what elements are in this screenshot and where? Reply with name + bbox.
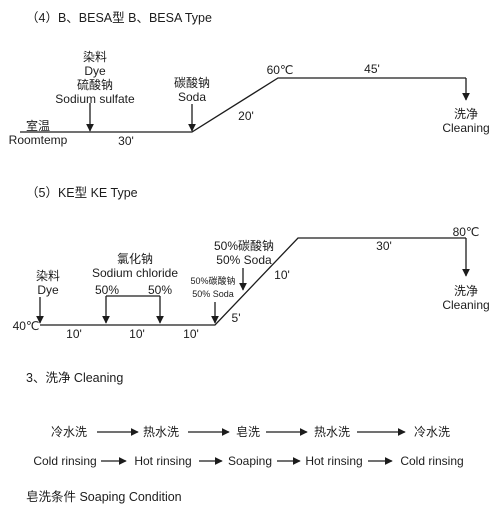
ke-soda-large-en: 50% Soda bbox=[216, 253, 272, 267]
ke-section-title: （5）KE型 KE Type bbox=[26, 186, 138, 200]
besa-roomtemp-cn: 室温 bbox=[25, 119, 51, 133]
ke-peak-temp: 80℃ bbox=[452, 225, 480, 239]
ke-salt-pct-1: 50% bbox=[94, 283, 120, 297]
ke-cleaning-cn: 洗净 bbox=[453, 284, 479, 298]
besa-sulfate-label-cn: 硫酸钠 bbox=[76, 78, 114, 92]
besa-dye-label-cn: 染料 bbox=[82, 50, 108, 64]
ke-salt-label-en: Sodium chloride bbox=[91, 266, 179, 280]
besa-peak-temp: 60℃ bbox=[266, 63, 294, 77]
flow-step-cn-3: 皂洗 bbox=[235, 425, 261, 439]
ke-dye-label-en: Dye bbox=[37, 283, 59, 297]
flow-step-en-2: Hot rinsing bbox=[134, 454, 192, 468]
flow-step-cn-4: 热水洗 bbox=[313, 425, 351, 439]
ke-time-5: 10' bbox=[274, 268, 290, 282]
flow-step-en-3: Soaping bbox=[227, 454, 273, 468]
ke-dye-label-cn: 染料 bbox=[35, 269, 61, 283]
ke-salt-pct-2: 50% bbox=[147, 283, 173, 297]
soaping-condition-title: 皂洗条件 Soaping Condition bbox=[26, 490, 182, 504]
ke-cleaning-en: Cleaning bbox=[442, 298, 490, 312]
ke-time-1: 10' bbox=[66, 327, 82, 341]
besa-time-ramp: 20' bbox=[238, 109, 254, 123]
besa-soda-label-cn: 碳酸钠 bbox=[173, 76, 211, 90]
besa-cleaning-en: Cleaning bbox=[442, 121, 490, 135]
ke-soda-small-en: 50% Soda bbox=[192, 289, 234, 299]
besa-time-hold-2: 45' bbox=[364, 62, 380, 76]
besa-cleaning-cn: 洗净 bbox=[453, 107, 479, 121]
flow-step-en-4: Hot rinsing bbox=[305, 454, 363, 468]
ke-time-4: 5' bbox=[231, 311, 241, 325]
besa-section-title: （4）B、BESA型 B、BESA Type bbox=[26, 11, 212, 25]
flow-step-cn-5: 冷水洗 bbox=[413, 425, 451, 439]
besa-temperature-profile bbox=[20, 77, 466, 133]
flow-step-cn-2: 热水洗 bbox=[142, 425, 180, 439]
ke-temperature-profile bbox=[40, 237, 466, 326]
besa-dye-label-en: Dye bbox=[84, 64, 106, 78]
ke-salt-label-cn: 氯化钠 bbox=[116, 252, 154, 266]
besa-roomtemp-en: Roomtemp bbox=[8, 133, 68, 147]
ke-time-3: 10' bbox=[183, 327, 199, 341]
cleaning-section-title: 3、洗净 Cleaning bbox=[26, 371, 124, 385]
flow-step-en-5: Cold rinsing bbox=[400, 454, 464, 468]
besa-time-hold-1: 30' bbox=[118, 134, 134, 148]
ke-soda-small-cn: 50%碳酸钠 bbox=[190, 276, 236, 286]
ke-time-6: 30' bbox=[376, 239, 392, 253]
besa-sulfate-label-en: Sodium sulfate bbox=[55, 92, 135, 106]
flow-step-en-1: Cold rinsing bbox=[33, 454, 97, 468]
flow-step-cn-1: 冷水洗 bbox=[50, 425, 88, 439]
ke-time-2: 10' bbox=[129, 327, 145, 341]
besa-soda-label-en: Soda bbox=[177, 90, 207, 104]
ke-start-temp: 40℃ bbox=[12, 319, 40, 333]
ke-soda-large-cn: 50%碳酸钠 bbox=[213, 239, 275, 253]
